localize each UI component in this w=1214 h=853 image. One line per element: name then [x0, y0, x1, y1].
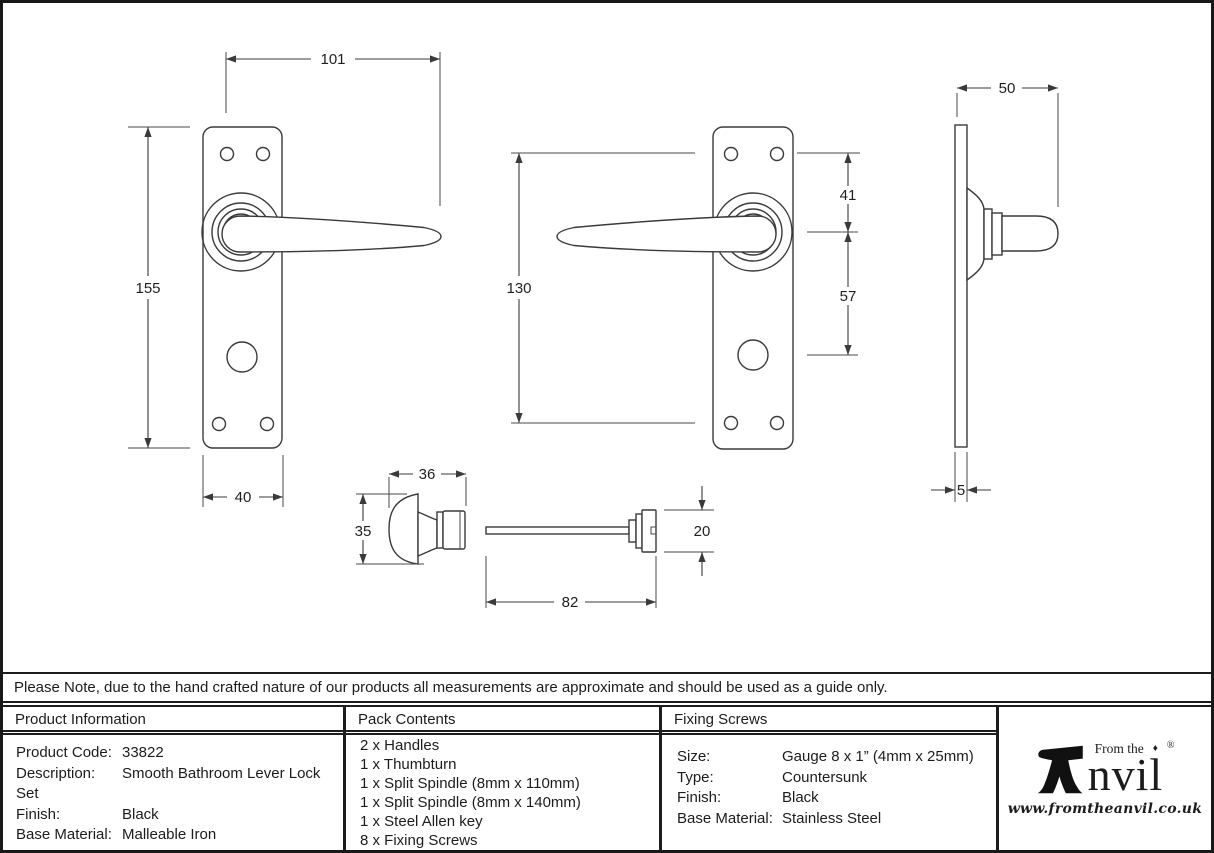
front-view-handle-left: [201, 126, 442, 449]
thumbturn-drawing: [388, 493, 466, 565]
rose-profile: [966, 186, 985, 282]
lever: [556, 215, 777, 253]
logo-tagline-text: From the: [1094, 740, 1144, 756]
diamond-icon: ♦: [1152, 742, 1158, 754]
note-text: Please Note, due to the hand crafted nat…: [14, 679, 888, 696]
backplate-edge: [954, 124, 968, 448]
logo-wordmark: nvil: [1087, 748, 1164, 800]
dimension-top-to-spindle: 41: [797, 152, 861, 233]
fixing-screws-body: Size:Gauge 8 x 1” (4mm x 25mm) Type:Coun…: [662, 733, 996, 850]
dimension-plate-width: 40: [202, 455, 284, 507]
dim-text-130: 130: [506, 280, 531, 297]
dim-text-50: 50: [999, 80, 1016, 97]
section-title: Fixing Screws: [674, 711, 768, 728]
dim-text-36: 36: [419, 466, 436, 483]
screw-hole: [211, 416, 227, 432]
pack-item: 8 x Fixing Screws: [360, 831, 478, 849]
spindle-rose: [641, 509, 657, 553]
pack-item: 1 x Split Spindle (8mm x 140mm): [360, 793, 581, 811]
screw-hole: [769, 146, 785, 162]
note-row: Please Note, due to the hand crafted nat…: [3, 672, 1211, 703]
spindle-drawing: [485, 509, 657, 553]
dim-text-20: 20: [694, 523, 711, 540]
dim-text-41: 41: [840, 187, 857, 204]
dim-text-155: 155: [135, 280, 160, 297]
technical-drawing: 101 155 40: [128, 50, 1059, 611]
spindle-rod: [485, 526, 630, 535]
screw-hole: [769, 415, 785, 431]
info-row: Finish:Black: [677, 789, 819, 807]
product-information-section: Product Information Product Code:33822 D…: [3, 707, 346, 850]
fixing-screws-section: Fixing Screws Size:Gauge 8 x 1” (4mm x 2…: [662, 707, 999, 850]
dimension-spindle-to-turn: 57: [807, 232, 861, 356]
screw-hole: [219, 146, 235, 162]
logo-tagline: From the ♦ ®: [1094, 739, 1175, 757]
pack-item: 1 x Thumbturn: [360, 755, 457, 773]
registered-trademark-icon: ®: [1166, 739, 1175, 751]
dimension-handle-height: 130: [503, 152, 695, 424]
pack-contents-section: Pack Contents 2 x Handles 1 x Thumbturn …: [346, 707, 662, 850]
dim-text-57: 57: [840, 288, 857, 305]
pack-item: 2 x Handles: [360, 737, 440, 754]
section-title: Product Information: [15, 711, 146, 728]
product-information-header: Product Information: [3, 707, 343, 732]
pack-contents-header: Pack Contents: [346, 707, 659, 732]
dim-text-5: 5: [957, 482, 965, 499]
info-row: Base Material:Stainless Steel: [677, 810, 882, 828]
pack-contents-body: 2 x Handles 1 x Thumbturn 1 x Split Spin…: [346, 733, 659, 850]
dimension-turn-rose-diameter: 20: [664, 486, 714, 576]
dimension-plate-thickness: 5: [931, 452, 991, 502]
screw-hole: [723, 415, 739, 431]
lever: [221, 215, 442, 253]
brand-logo-cell: From the ♦ ® nvil www.fromtheanvil.co.uk: [999, 707, 1211, 850]
product-information-body: Product Code:33822 Description:Smooth Ba…: [3, 733, 343, 850]
info-row: Product Code:33822: [16, 744, 164, 761]
logo-website: www.fromtheanvil.co.uk: [1007, 800, 1203, 817]
thumbturn-hole: [226, 341, 258, 373]
dimension-thumbturn-width: 36: [388, 465, 467, 508]
dimension-thumbturn-height: 35: [349, 493, 424, 565]
screw-hole: [723, 146, 739, 162]
dim-text-40: 40: [235, 489, 252, 506]
dimension-plate-height: 155: [128, 126, 190, 449]
anvil-a-icon: [1037, 745, 1083, 793]
dimension-lever-length: 101: [225, 50, 441, 206]
screw-hole: [259, 416, 275, 432]
dim-text-101: 101: [320, 51, 345, 68]
thumbturn-hole: [737, 339, 769, 371]
from-the-anvil-logo: From the ♦ ® nvil www.fromtheanvil.co.uk: [1007, 739, 1203, 817]
pack-item: 1 x Split Spindle (8mm x 110mm): [360, 774, 580, 792]
thumbturn-knob: [388, 493, 419, 565]
section-title: Pack Contents: [358, 711, 456, 728]
fixing-screws-header: Fixing Screws: [662, 707, 996, 732]
pack-item: 1 x Steel Allen key: [360, 812, 483, 830]
dim-text-35: 35: [355, 523, 372, 540]
info-row: Description:Smooth Bathroom Lever Lock S…: [16, 764, 321, 803]
dimension-projection: 50: [956, 79, 1059, 207]
info-row: Size:Gauge 8 x 1” (4mm x 25mm): [677, 748, 974, 765]
info-row: Base Material:Malleable Iron: [16, 826, 217, 844]
info-row: Finish:Black: [16, 805, 159, 823]
front-view-handle-right: [556, 126, 794, 450]
dim-text-82: 82: [562, 594, 579, 611]
lever-end-profile: [1001, 215, 1059, 252]
info-tables: Product Information Product Code:33822 D…: [3, 705, 1211, 850]
info-row: Type:Countersunk: [677, 768, 868, 786]
screw-hole: [255, 146, 271, 162]
dimension-spindle-length: 82: [485, 556, 657, 611]
side-profile-view: [954, 124, 1059, 448]
